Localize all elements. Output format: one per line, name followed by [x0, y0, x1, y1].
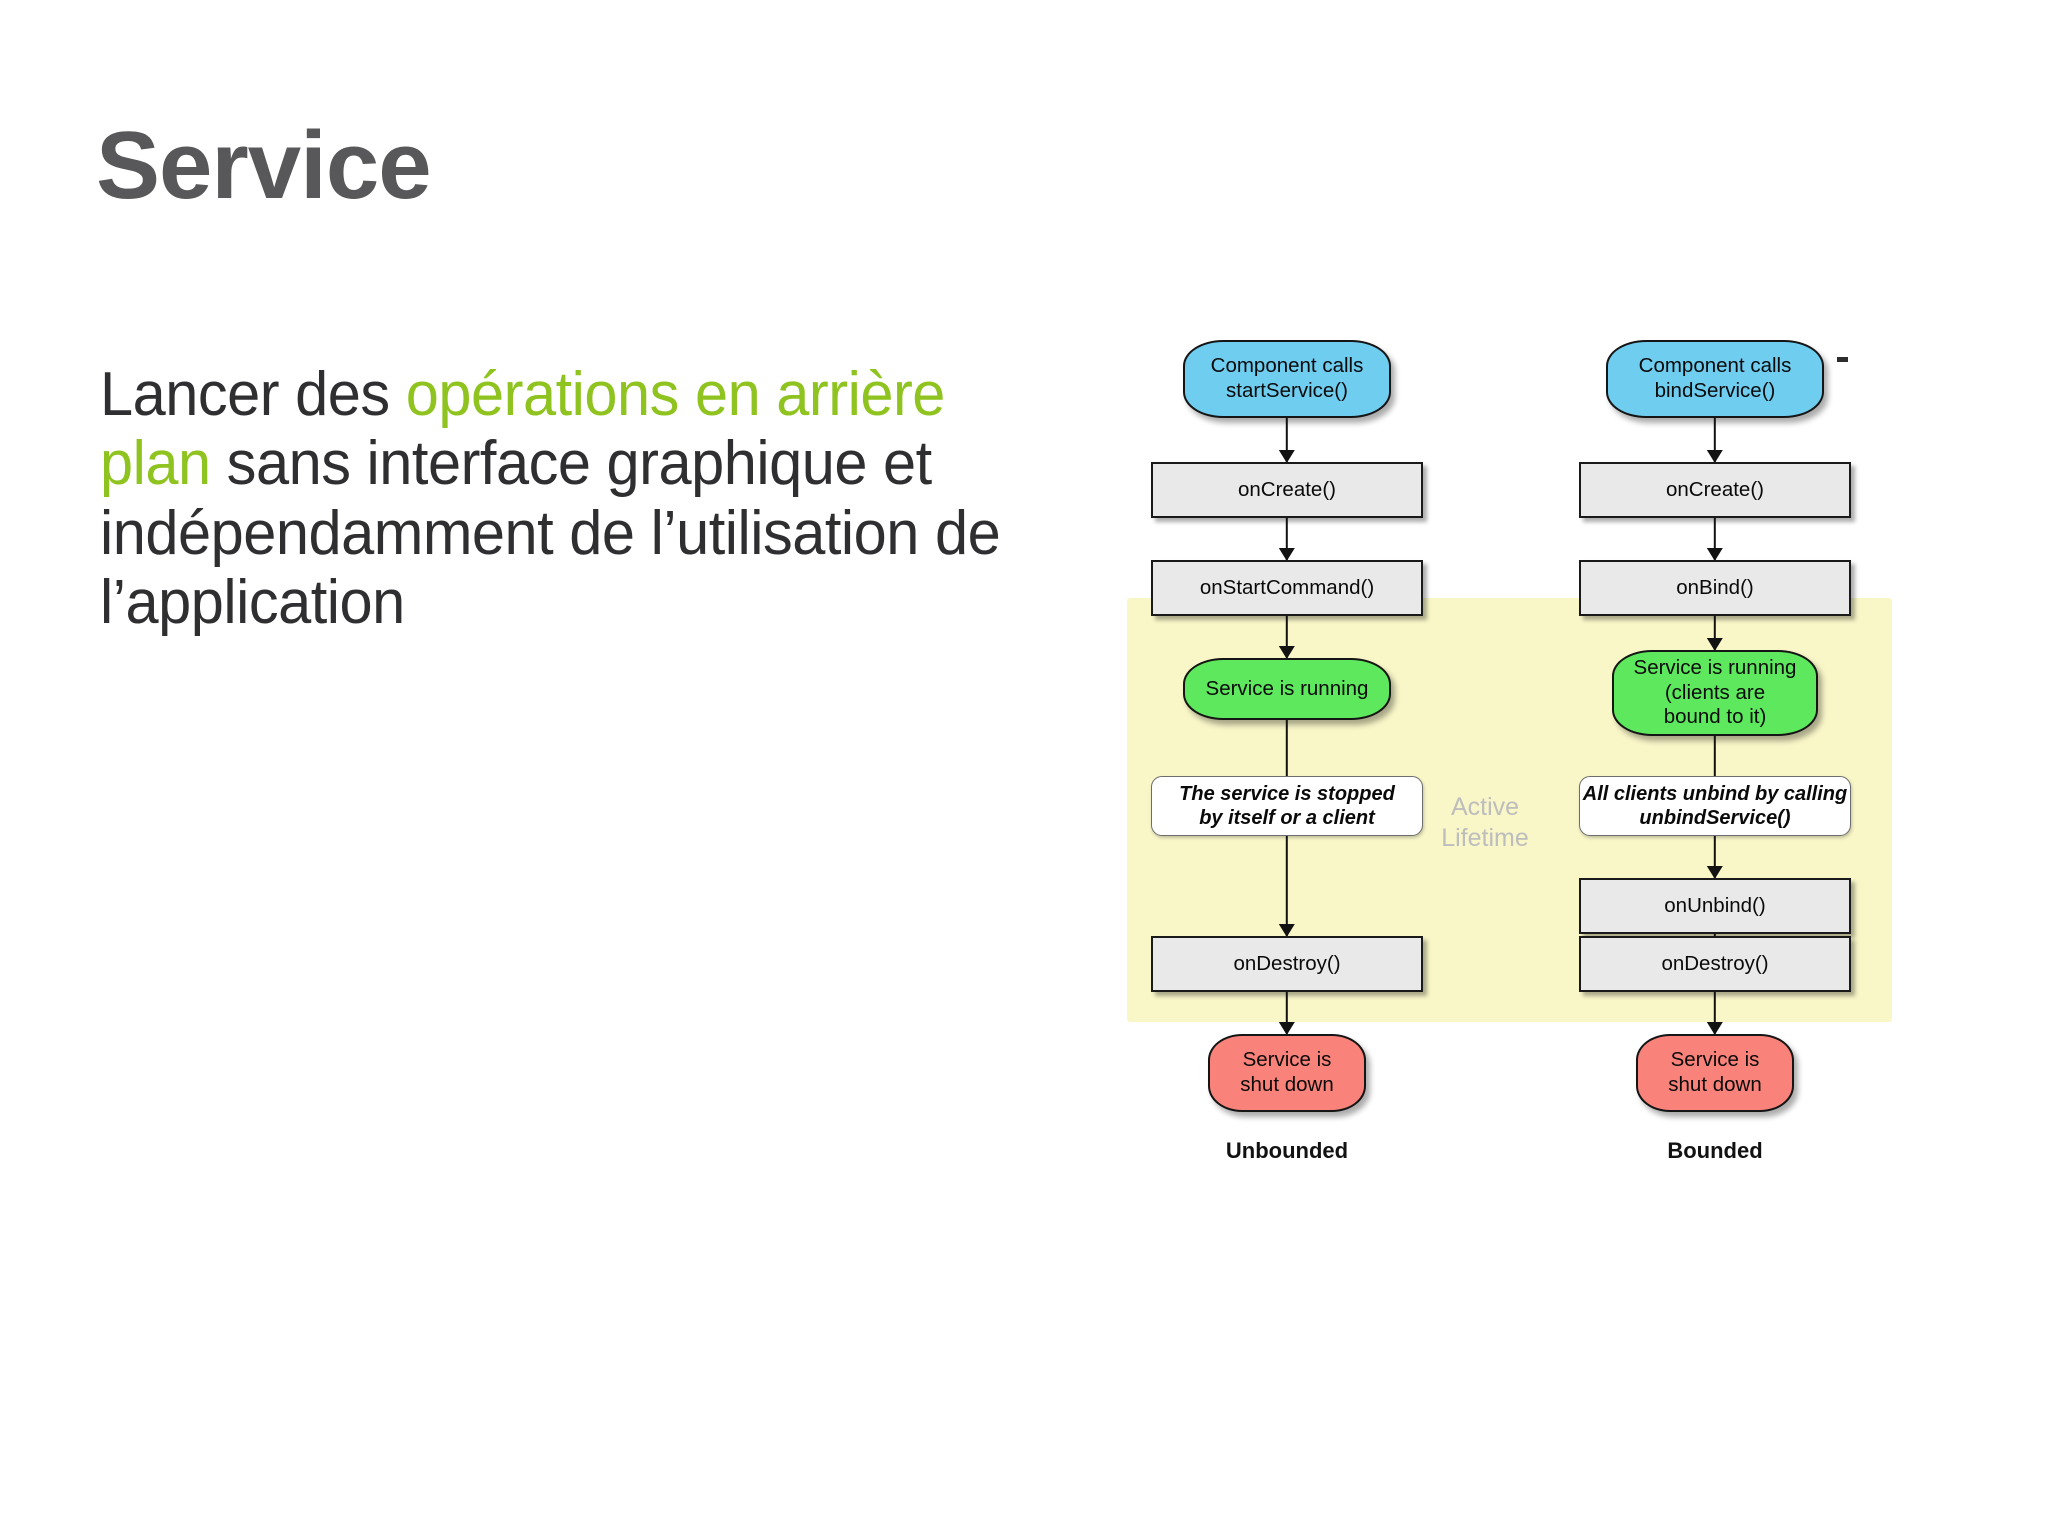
node-component-calls-startservice: Component calls startService() — [1183, 340, 1391, 418]
node-service-shut-down-unbounded: Service is shut down — [1208, 1034, 1366, 1112]
image-speck-artifact — [1837, 357, 1848, 362]
body-segment-plain-2: sans interface graphique et indépendamme… — [100, 429, 1001, 638]
node-ondestroy-bounded: onDestroy() — [1579, 936, 1851, 992]
edge-ondestroy-to-shutdown — [1285, 992, 1289, 1034]
page-title: Service — [96, 112, 432, 219]
edge-oncreate-to-onstartcommand — [1285, 518, 1289, 560]
edge-stopped-note-to-ondestroy — [1285, 836, 1289, 936]
node-component-calls-bindservice: Component calls bindService() — [1606, 340, 1824, 418]
edge-running-bound-to-unbind-note — [1713, 736, 1717, 780]
edge-start-to-oncreate — [1285, 418, 1289, 462]
node-service-running-clients-bound: Service is running (clients are bound to… — [1612, 650, 1818, 736]
body-segment-highlight: opérations en arrière plan — [100, 360, 945, 499]
body-segment-plain-1: Lancer des — [100, 360, 406, 429]
callout-service-stopped: The service is stopped by itself or a cl… — [1151, 776, 1423, 836]
edge-ondestroy-to-shutdown-bounded — [1713, 992, 1717, 1034]
edge-running-to-stopped-note — [1285, 720, 1289, 824]
edge-onbind-to-running-bound — [1713, 616, 1717, 650]
node-onstartcommand: onStartCommand() — [1151, 560, 1423, 616]
edge-oncreate-to-onbind — [1713, 518, 1717, 560]
node-onunbind: onUnbind() — [1579, 878, 1851, 934]
node-oncreate-unbounded: onCreate() — [1151, 462, 1423, 518]
node-service-shut-down-bounded: Service is shut down — [1636, 1034, 1794, 1112]
edge-unbind-note-to-onunbind — [1713, 836, 1717, 878]
slide-body-text: Lancer des opérations en arrière plan sa… — [100, 360, 1050, 638]
node-onbind: onBind() — [1579, 560, 1851, 616]
service-lifecycle-diagram: Active Lifetime Component calls startSer… — [1115, 340, 1915, 1270]
callout-all-clients-unbind: All clients unbind by calling unbindServ… — [1579, 776, 1851, 836]
edge-onstartcommand-to-running — [1285, 616, 1289, 658]
node-oncreate-bounded: onCreate() — [1579, 462, 1851, 518]
column-caption-bounded: Bounded — [1667, 1138, 1763, 1163]
node-ondestroy-unbounded: onDestroy() — [1151, 936, 1423, 992]
node-service-is-running: Service is running — [1183, 658, 1391, 720]
column-caption-unbounded: Unbounded — [1225, 1138, 1349, 1163]
edge-bind-to-oncreate — [1713, 418, 1717, 462]
active-lifetime-label: Active Lifetime — [1441, 793, 1529, 853]
